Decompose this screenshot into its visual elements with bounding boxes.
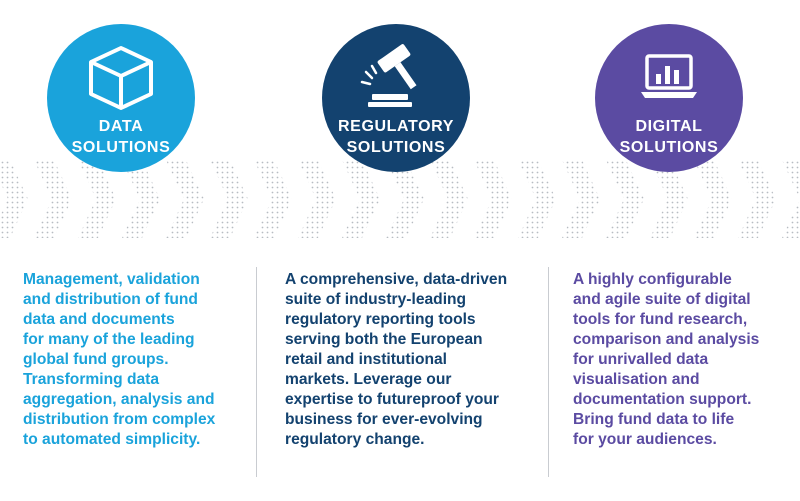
digital-solutions-title: DIGITAL SOLUTIONS: [619, 118, 719, 156]
chevron-shape: [166, 160, 204, 238]
regulatory-solutions-title: REGULATORY SOLUTIONS: [338, 118, 454, 156]
digital-solutions-circle: DIGITAL SOLUTIONS: [595, 24, 743, 172]
chevron-pattern-band: [0, 160, 800, 238]
chevron-shape: [694, 160, 732, 238]
description-line: Transforming data: [23, 371, 160, 388]
cube-icon: [47, 42, 195, 110]
description-line: regulatory change.: [285, 431, 425, 448]
chevron-shape: [386, 160, 424, 238]
description-line: A highly configurable: [573, 271, 732, 288]
chevron-shape: [606, 160, 644, 238]
chevron-shape: [430, 160, 468, 238]
description-line: to automated simplicity.: [23, 431, 201, 448]
gavel-icon: [322, 42, 470, 110]
chevron-shape: [0, 160, 28, 238]
description-line: comparison and analysis: [573, 331, 760, 348]
chevron-shape: [518, 160, 556, 238]
chevron-shape: [122, 160, 160, 238]
chevron-shape: [342, 160, 380, 238]
description-line: business for ever-evolving: [285, 411, 483, 428]
column-divider: [548, 267, 549, 477]
description-line: global fund groups.: [23, 351, 169, 368]
description-line: documentation support.: [573, 391, 752, 408]
description-line: markets. Leverage our: [285, 371, 452, 388]
description-line: for unrivalled data: [573, 351, 709, 368]
data-solutions-title: DATA SOLUTIONS: [71, 118, 171, 156]
description-line: Management, validation: [23, 271, 200, 288]
description-line: for your audiences.: [573, 431, 717, 448]
regulatory-solutions-circle: REGULATORY SOLUTIONS: [322, 24, 470, 172]
column-divider: [256, 267, 257, 477]
chevron-shape: [298, 160, 336, 238]
regulatory-solutions-description: A comprehensive, data-driven suite of in…: [285, 270, 508, 450]
description-line: Bring fund data to life: [573, 411, 735, 428]
chevron-shape: [738, 160, 776, 238]
data-solutions-description: Management, validation and distribution …: [23, 270, 243, 450]
description-line: distribution from complex: [23, 411, 216, 428]
description-line: suite of industry-leading: [285, 291, 467, 308]
chevron-shape: [650, 160, 688, 238]
chevron-shape: [474, 160, 512, 238]
description-line: visualisation and: [573, 371, 700, 388]
description-line: and agile suite of digital: [573, 291, 751, 308]
description-line: A comprehensive, data-driven: [285, 271, 508, 288]
description-line: expertise to futureproof your: [285, 391, 500, 408]
description-line: aggregation, analysis and: [23, 391, 215, 408]
chevron-shape: [562, 160, 600, 238]
laptop-chart-icon: [595, 42, 743, 110]
chevron-shape: [34, 160, 72, 238]
digital-solutions-description: A highly configurable and agile suite of…: [573, 270, 793, 450]
description-line: regulatory reporting tools: [285, 311, 476, 328]
chevron-shape: [210, 160, 248, 238]
description-line: serving both the European: [285, 331, 483, 348]
data-solutions-circle: DATA SOLUTIONS: [47, 24, 195, 172]
description-line: retail and institutional: [285, 351, 448, 368]
description-line: data and documents: [23, 311, 175, 328]
description-line: and distribution of fund: [23, 291, 198, 308]
chevron-shape: [78, 160, 116, 238]
chevron-shape: [782, 160, 800, 238]
description-line: tools for fund research,: [573, 311, 748, 328]
chevron-shape: [254, 160, 292, 238]
description-line: for many of the leading: [23, 331, 195, 348]
